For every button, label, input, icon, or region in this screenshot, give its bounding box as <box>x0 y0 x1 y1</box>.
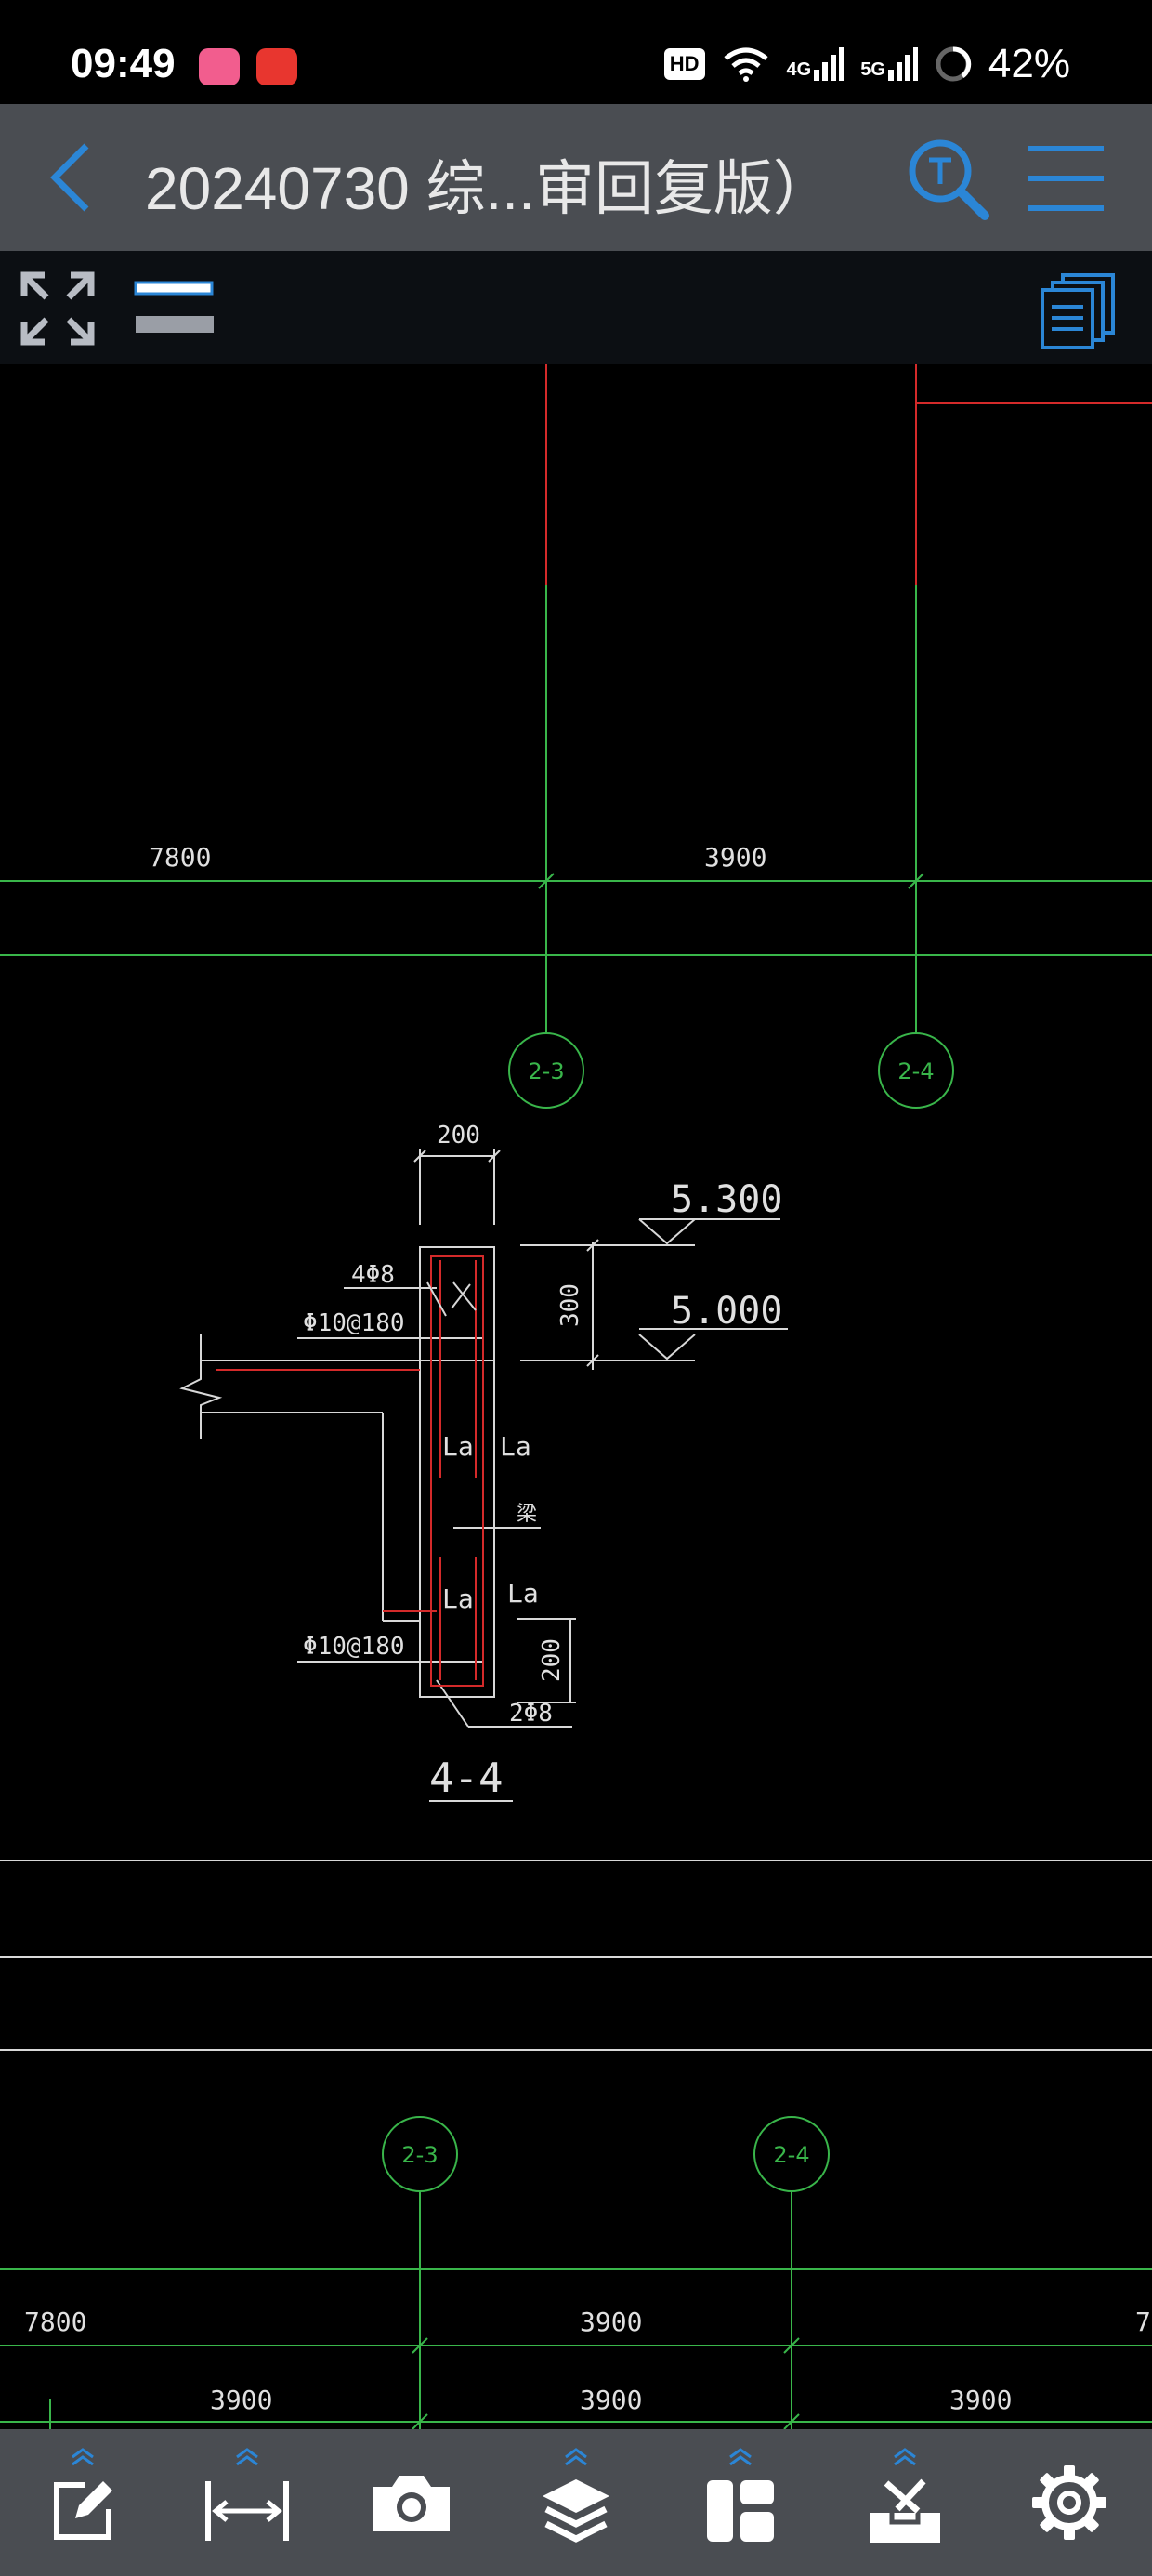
elevation-text: 5.000 <box>671 1290 782 1333</box>
status-time: 09:49 <box>71 41 176 86</box>
rebar-label: Φ10@180 <box>303 1633 405 1661</box>
break-line <box>179 1334 223 1439</box>
hamburger-icon <box>1028 146 1104 211</box>
bilibili-icon <box>199 48 240 85</box>
elevation-text: 5.300 <box>671 1178 782 1221</box>
settings-button[interactable] <box>1014 2442 1125 2563</box>
section-title: 4-4 <box>429 1755 503 1802</box>
status-bar: 09:49 HD 4G 5G 42% <box>0 0 1152 104</box>
signal-4g-label: 4G <box>786 59 812 80</box>
hd-voice-icon: HD <box>663 48 705 80</box>
beam-mark: 梁 <box>517 1503 537 1526</box>
dim-text: 3900 <box>949 2385 1012 2415</box>
fullscreen-button[interactable] <box>19 269 97 348</box>
dim-text: 200 <box>437 1122 480 1150</box>
expand-up-icon <box>729 2448 753 2466</box>
rebar-label: Φ10@180 <box>303 1309 405 1337</box>
anchorage-label: La <box>500 1431 531 1462</box>
stirrup-hook <box>452 1281 477 1311</box>
elevation-symbol <box>638 1218 696 1245</box>
settings-icon <box>1032 2465 1107 2540</box>
expand-icon <box>20 271 95 346</box>
dim-tick <box>488 1150 501 1163</box>
camera-tool-button[interactable] <box>356 2442 467 2563</box>
dim-text: 3900 <box>580 2385 642 2415</box>
edit-icon <box>53 2481 112 2540</box>
dim-tick <box>586 1354 599 1367</box>
anchorage-label: La <box>442 1431 474 1462</box>
wifi-icon <box>723 47 768 82</box>
stirrup-hook <box>451 1283 471 1309</box>
expand-up-icon <box>235 2448 258 2466</box>
document-title: 20240730 综...审回复版） <box>145 155 832 222</box>
signal-5g-label: 5G <box>860 59 885 80</box>
layers-tool-button[interactable] <box>520 2442 632 2563</box>
camera-icon <box>373 2476 450 2531</box>
battery-level: 42% <box>988 41 1070 86</box>
measure-icon <box>204 2481 289 2541</box>
axis-label: 2-4 <box>773 2142 809 2168</box>
title-bar: 20240730 综...审回复版） <box>0 104 1152 251</box>
layer-display-toggle[interactable] <box>130 275 219 340</box>
expand-up-icon <box>71 2448 94 2466</box>
tools-icon <box>870 2478 941 2543</box>
anchorage-label: La <box>442 1584 474 1614</box>
dim-text: 3900 <box>704 842 766 873</box>
cad-drawing-canvas[interactable]: 7800 3900 2-3 2-4 <box>0 364 1152 2429</box>
dim-tick <box>586 1239 599 1252</box>
layers-icon <box>542 2479 609 2543</box>
edit-tool-button[interactable] <box>27 2442 138 2563</box>
dimension-tick <box>538 873 555 889</box>
battery-ring-icon <box>936 46 972 82</box>
beam-outline <box>419 1246 495 1698</box>
axis-label: 2-3 <box>401 2142 438 2168</box>
layout-icon <box>707 2480 775 2542</box>
stirrup-hook <box>426 1281 447 1317</box>
view-toolbar <box>0 251 1152 364</box>
dim-text: 300 <box>556 1283 584 1327</box>
dim-text: 200 <box>538 1638 566 1682</box>
axis-label: 2-4 <box>897 1058 934 1084</box>
stirrup <box>430 1255 484 1687</box>
dimension-tick <box>783 2337 800 2354</box>
text-search-button[interactable] <box>903 134 992 223</box>
dim-tick <box>413 1150 426 1163</box>
rebar-label: 4Φ8 <box>351 1261 395 1289</box>
pages-button[interactable] <box>1039 271 1117 349</box>
dimension-tick <box>908 873 924 889</box>
layout-tool-button[interactable] <box>685 2442 796 2563</box>
dimension-tick <box>412 2413 428 2429</box>
rebar-label: 2Φ8 <box>509 1700 553 1728</box>
back-button[interactable] <box>33 136 108 219</box>
dim-text: 7800 <box>149 842 211 873</box>
axis-bubble-2-4 <box>878 1032 954 1109</box>
pages-stack-icon <box>1041 273 1115 349</box>
signal-4g-icon: 4G <box>787 47 844 81</box>
layer-lines-icon <box>134 281 214 333</box>
chevron-left-icon <box>50 143 89 212</box>
text-search-icon <box>909 139 989 220</box>
status-indicators: HD 4G 5G 42% <box>663 41 1070 87</box>
measure-tool-button[interactable] <box>191 2442 303 2563</box>
expand-up-icon <box>894 2448 917 2466</box>
dim-text: 78 <box>1135 2307 1152 2337</box>
menu-button[interactable] <box>1026 141 1106 216</box>
elevation-symbol <box>638 1334 696 1360</box>
axis-label: 2-3 <box>528 1058 564 1084</box>
dimension-tick <box>412 2337 428 2354</box>
bottom-toolbar <box>0 2429 1152 2576</box>
dim-text: 7800 <box>24 2307 86 2337</box>
leader-line <box>436 1679 469 1728</box>
expand-up-icon <box>565 2448 587 2466</box>
anchorage-label: La <box>507 1578 539 1609</box>
tools-tool-button[interactable] <box>849 2442 961 2563</box>
signal-5g-icon: 5G <box>860 47 918 81</box>
dimension-tick <box>783 2413 800 2429</box>
dim-text: 3900 <box>210 2385 272 2415</box>
notification-app-icon <box>256 48 297 85</box>
dim-text: 3900 <box>580 2307 642 2337</box>
axis-bubble-2-3 <box>508 1032 584 1109</box>
cad-drawing: 7800 3900 2-3 2-4 <box>0 364 1152 2429</box>
